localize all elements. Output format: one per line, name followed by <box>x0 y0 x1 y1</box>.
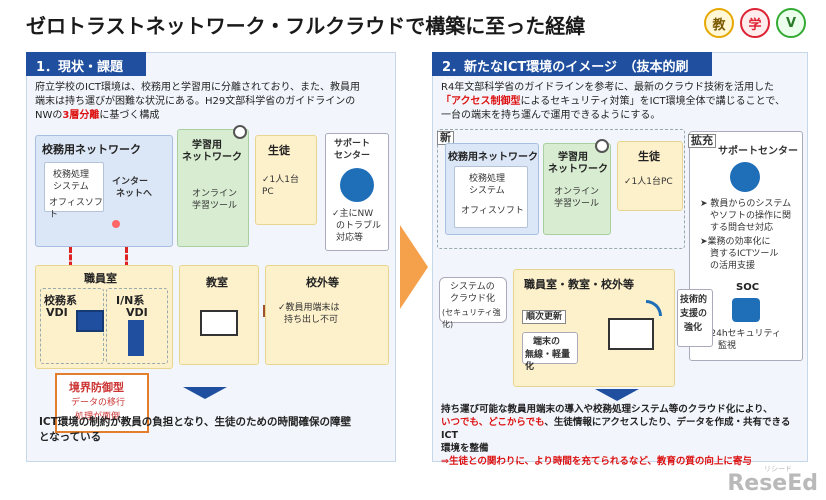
perimeter-defense-box: 境界防御型 データの移行 処理が面倒 <box>55 373 149 433</box>
expand-tag: 拡充 <box>688 134 716 148</box>
headset-icon <box>340 168 374 202</box>
student-box: 生徒 ✓1人1台 PC <box>255 135 317 225</box>
desktop-monitor-icon <box>76 310 104 332</box>
headset-icon <box>730 162 760 192</box>
komu-system-card: 校務処理 システム オフィスソフト <box>44 162 104 220</box>
staffroom-box: 職員室 校務系 VDI I/N系 VDI <box>35 265 173 369</box>
right-intro: R4年文部科学省のガイドラインを参考に、最新のクラウド技術を活用した 「アクセス… <box>441 82 785 121</box>
new-environment-panel: 2．新たなICT環境のイメージ （抜本的刷新） R4年文部科学省のガイドラインを… <box>432 52 808 467</box>
komu-network-box: 校務用ネットワーク 校務処理 システム オフィスソフト インター ネットへ <box>35 135 173 247</box>
current-issues-panel: 1．現状・課題 府立学校のICT環境は、校務用と学習用に分離されており、また、教… <box>26 52 396 462</box>
subject-badges: 教 学 V <box>704 8 806 38</box>
r-gakushu-network-box: 学習用 ネットワーク オンライン 学習ツール <box>543 143 611 235</box>
down-arrow-right <box>595 389 639 401</box>
globe-icon <box>595 139 609 153</box>
tech-support-note: 技術的 支援の 強化 <box>677 289 713 347</box>
cursor-dot <box>112 220 120 228</box>
globe-icon <box>233 125 247 139</box>
right-footer: 持ち運び可能な教員用端末の導入や校務処理システム等のクラウド化により、 いつでも… <box>441 404 791 467</box>
new-cloud-area <box>437 129 685 249</box>
badge-gaku: 学 <box>740 8 770 38</box>
security-person-icon <box>732 298 760 322</box>
gakushu-network-box: 学習用 ネットワーク オンライン 学習ツール <box>177 129 249 247</box>
reseed-logo: ReseEd <box>727 471 818 496</box>
left-footer: ICT環境の制約が教員の負担となり、生徒のための時間確保の障壁 となっている <box>39 416 352 443</box>
r-komu-system-card: 校務処理 システム オフィスソフト <box>454 166 528 228</box>
logo-subtitle: リシード <box>764 465 792 473</box>
r-komu-network-box: 校務用ネットワーク 校務処理 システム オフィスソフト <box>445 143 539 235</box>
pc-tower-icon <box>128 320 144 356</box>
laptop-icon <box>200 310 238 336</box>
support-center-box: サポート センター ✓主にNW のトラブル 対応等 <box>325 133 389 251</box>
right-panel-header: 2．新たなICT環境のイメージ （抜本的刷新） <box>432 52 712 94</box>
wifi-icon <box>646 300 662 316</box>
device-note: 端末の 無線・軽量化 <box>522 332 578 372</box>
outside-box: 校外等 ✓教員用端末は 持ち出し不可 <box>265 265 389 365</box>
badge-kyo: 教 <box>704 8 734 38</box>
red-dashed-arrow-1 <box>69 247 72 275</box>
laptop-icon <box>608 318 654 350</box>
left-panel-header: 1．現状・課題 <box>26 52 146 76</box>
cloud-note: システムの クラウド化 (セキュリティ強化) <box>439 277 507 329</box>
page-title: ゼロトラストネットワーク・フルクラウドで構築に至った経緯 <box>26 14 586 38</box>
rooms-box: 職員室・教室・校外等 順次更新 端末の 無線・軽量化 <box>513 269 675 387</box>
left-intro: 府立学校のICT環境は、校務用と学習用に分離されており、また、教員用 端末は持ち… <box>35 82 361 121</box>
r-student-box: 生徒 ✓1人1台PC <box>617 141 683 211</box>
classroom-box: 教室 <box>179 265 259 365</box>
transition-arrow <box>400 225 428 309</box>
red-dashed-arrow-2 <box>125 247 128 275</box>
down-arrow-left <box>183 387 227 399</box>
badge-v: V <box>776 8 806 38</box>
update-tag: 順次更新 <box>522 310 567 324</box>
in-vdi-area <box>106 288 168 364</box>
